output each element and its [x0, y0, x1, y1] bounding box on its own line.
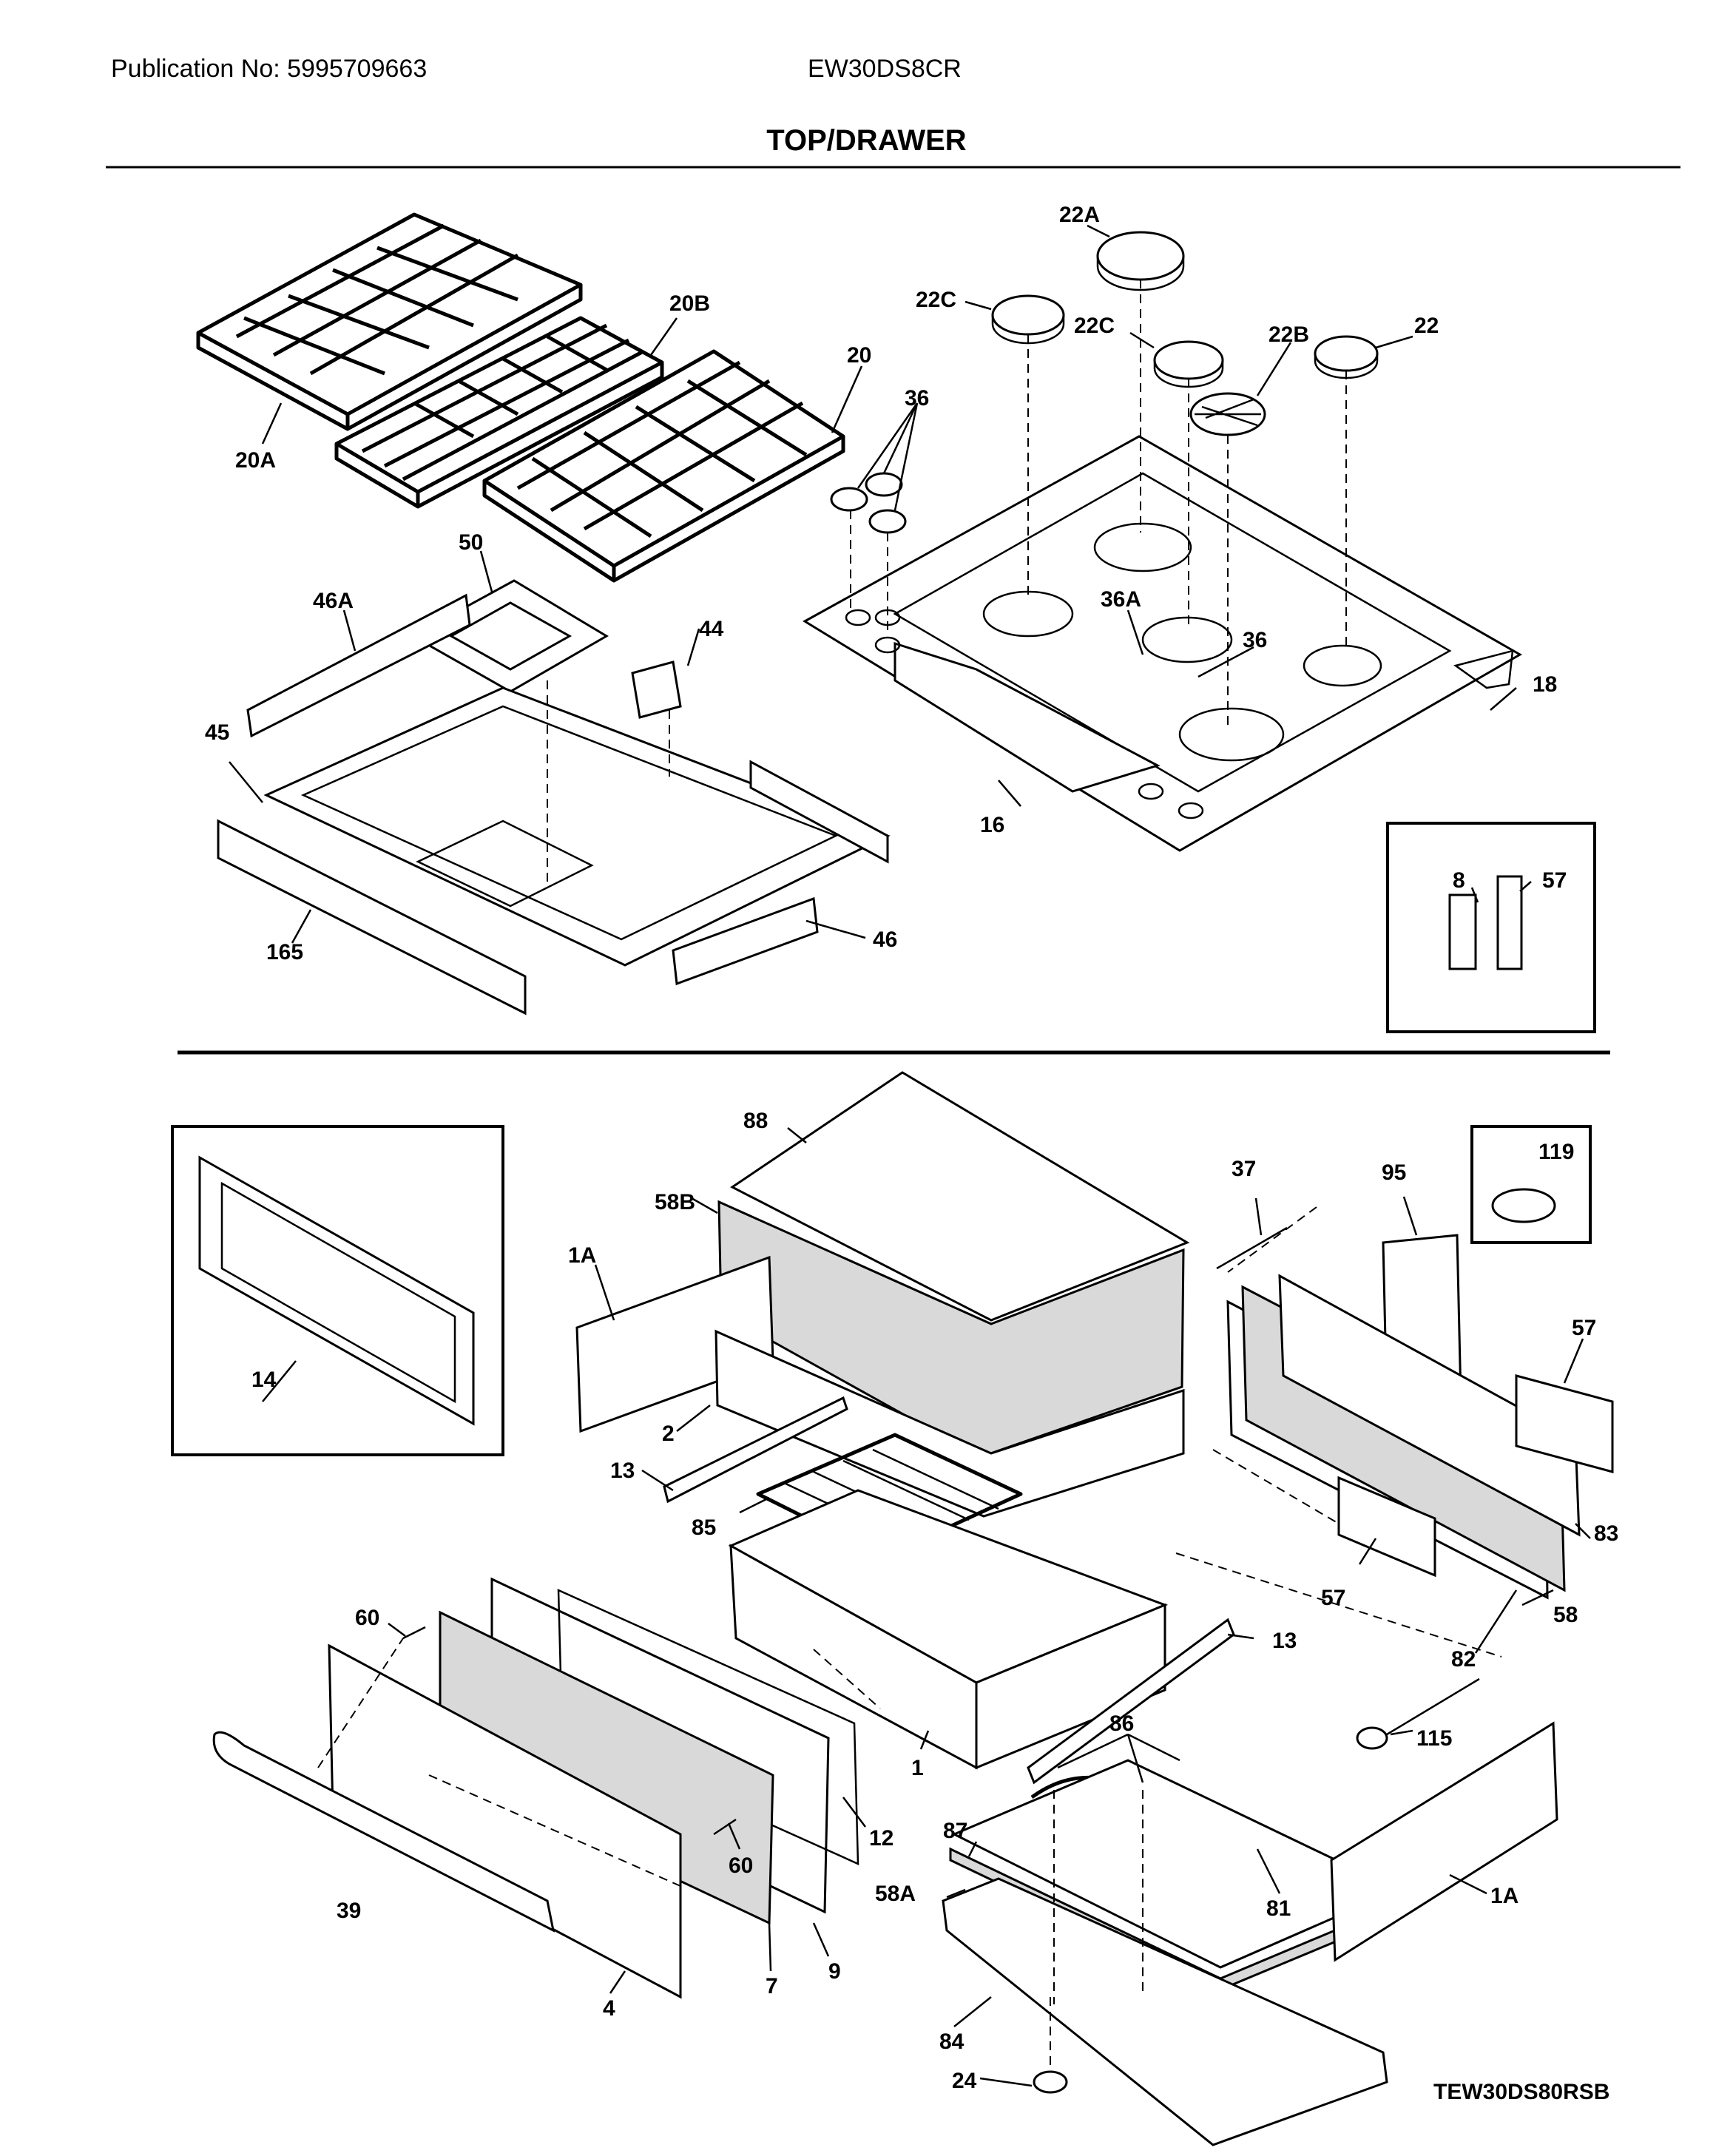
callout-46a: 46A — [313, 589, 354, 613]
callout-95: 95 — [1382, 1160, 1406, 1185]
drawer-handle-39 — [212, 1731, 555, 1933]
drawer-top-panel — [730, 1071, 1190, 1322]
callout-83: 83 — [1594, 1521, 1618, 1546]
callout-57-center: 57 — [1321, 1586, 1345, 1610]
callout-85: 85 — [692, 1515, 716, 1540]
callout-58b: 58B — [655, 1190, 695, 1214]
callout-60-bottom: 60 — [729, 1853, 753, 1878]
inset-box-gasket — [171, 1125, 504, 1456]
leader-lines — [229, 224, 1591, 2087]
callout-14: 14 — [251, 1368, 277, 1392]
drawer-liner — [715, 1329, 1185, 1518]
callout-13-left: 13 — [610, 1459, 635, 1483]
model-number: EW30DS8CR — [808, 55, 962, 83]
callout-36a: 36A — [1101, 587, 1141, 612]
callout-58a: 58A — [875, 1882, 916, 1906]
callout-81: 81 — [1266, 1896, 1291, 1921]
callout-115: 115 — [1416, 1726, 1452, 1751]
callout-87: 87 — [943, 1819, 967, 1843]
grate-left — [196, 212, 583, 431]
grate-right — [482, 349, 845, 583]
callout-18: 18 — [1533, 672, 1557, 697]
assembly-lines — [317, 280, 1502, 2071]
drawer-body — [728, 1489, 1169, 1770]
callout-36-bottom: 36 — [1243, 628, 1267, 652]
callout-9: 9 — [828, 1959, 841, 1984]
callout-1a-left: 1A — [568, 1243, 596, 1268]
publication-number: Publication No: 5995709663 — [111, 55, 428, 83]
callout-86: 86 — [1109, 1711, 1134, 1736]
drawing-code: TEW30DS80RSB — [1433, 2080, 1609, 2104]
callout-46: 46 — [873, 927, 897, 952]
slide-left — [663, 1396, 848, 1504]
callout-16: 16 — [980, 813, 1004, 837]
callout-7: 7 — [766, 1974, 778, 1998]
callout-44: 44 — [699, 617, 724, 641]
side-bracket — [672, 896, 819, 986]
back-cover-83 — [1278, 1274, 1581, 1537]
temp-sensor — [1356, 1677, 1480, 1750]
rear-bracket — [246, 593, 471, 738]
inset-box-igniter — [1386, 822, 1596, 1033]
insulation-57-center — [1337, 1476, 1436, 1578]
callout-24: 24 — [952, 2069, 977, 2093]
callout-82: 82 — [1451, 1647, 1476, 1672]
callout-1: 1 — [911, 1756, 924, 1780]
callout-36-top: 36 — [905, 386, 929, 410]
callout-1a-right: 1A — [1490, 1884, 1519, 1908]
drawer-front-4 — [328, 1643, 682, 1999]
callout-60-top: 60 — [355, 1606, 379, 1630]
callout-13-right: 13 — [1272, 1629, 1297, 1653]
callout-20b: 20B — [669, 291, 710, 316]
spark-module — [1448, 875, 1523, 970]
page-title: TOP/DRAWER — [766, 124, 967, 157]
heat-shield — [410, 579, 609, 693]
sensor-probe — [1216, 1226, 1288, 1270]
callout-119: 119 — [1538, 1140, 1574, 1164]
thermostat — [1491, 1188, 1556, 1223]
cooktop — [803, 435, 1523, 852]
callout-165: 165 — [266, 940, 303, 964]
callout-20: 20 — [847, 343, 871, 368]
screw-60-top — [402, 1626, 426, 1640]
callout-57-inset: 57 — [1542, 868, 1567, 893]
callout-57-right: 57 — [1572, 1316, 1596, 1340]
foot — [1033, 2070, 1068, 2094]
callout-88: 88 — [743, 1109, 768, 1133]
callout-22c-2: 22C — [1074, 314, 1115, 338]
callout-20a: 20A — [235, 448, 276, 473]
inset-box-thermostat — [1470, 1125, 1592, 1244]
callout-58: 58 — [1553, 1603, 1578, 1627]
front-panel — [217, 819, 527, 1016]
side-panel-right — [1330, 1721, 1558, 1962]
callout-50: 50 — [459, 530, 483, 555]
callout-labels: 22A 22C 22C 22B 22 20B 20 36 20A 50 46A … — [205, 203, 1618, 2104]
callout-39: 39 — [337, 1899, 361, 1923]
insulation-57-right — [1515, 1374, 1614, 1473]
callout-4: 4 — [603, 1996, 615, 2021]
small-bracket — [631, 660, 682, 719]
callout-37: 37 — [1232, 1157, 1256, 1181]
callout-2: 2 — [662, 1422, 675, 1446]
callout-45: 45 — [205, 720, 229, 745]
grate-middle — [334, 316, 664, 509]
drawer-gasket — [198, 1155, 475, 1426]
burner-base — [263, 686, 891, 967]
callout-22: 22 — [1414, 314, 1439, 338]
screw-60-bottom — [713, 1818, 737, 1836]
callout-8: 8 — [1453, 868, 1465, 893]
callout-22c-1: 22C — [916, 288, 956, 312]
callout-22b: 22B — [1268, 322, 1309, 347]
callout-84: 84 — [939, 2030, 965, 2054]
callout-22a: 22A — [1059, 203, 1100, 227]
callout-12: 12 — [869, 1826, 893, 1851]
burner-caps — [991, 231, 1379, 436]
